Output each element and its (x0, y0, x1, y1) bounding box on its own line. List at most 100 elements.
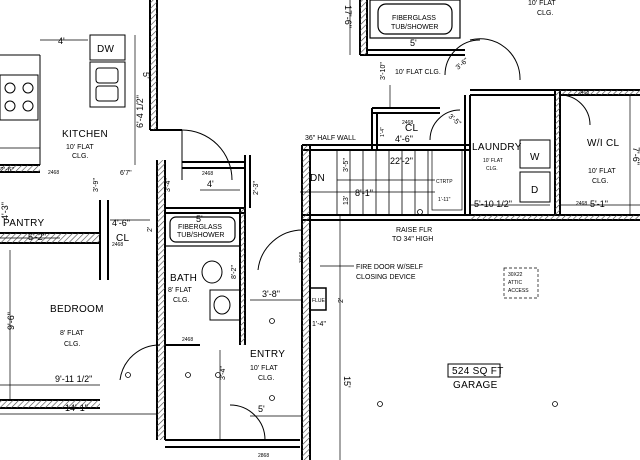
flue-label: FLUE (312, 298, 325, 304)
bedroom-ceiling-2: CLG. (64, 341, 80, 348)
laundry-door-swing (469, 38, 521, 81)
pantry-name: PANTRY (3, 218, 44, 229)
svg-text:2468: 2468 (578, 90, 589, 96)
dim-5-top: 5' (410, 38, 417, 48)
dim-4-6-left: 4'-6" (112, 218, 130, 228)
fire-door-note-1: FIRE DOOR W/SELF (356, 264, 423, 271)
toilet (201, 260, 223, 284)
garage-area-box (447, 363, 501, 378)
top-tub-label-1: FIBERGLASS (392, 15, 436, 22)
dim-22-2: 22'-2" (390, 156, 413, 166)
raise-floor-note-1: RAISE FLR (396, 227, 432, 234)
vanity (209, 289, 241, 321)
dim-3-5: 3'-5" (447, 113, 463, 128)
dim-2-3: 2'-3" (253, 181, 260, 195)
dim-5-entry: 5' (258, 404, 265, 414)
top-tub (369, 0, 461, 39)
top-room-ceiling-2: CLG. (537, 10, 553, 17)
bath-ceiling-2: CLG. (173, 297, 189, 304)
dim-4-6-cl: 4'-6" (395, 134, 413, 144)
bedroom-ceiling-1: 8' FLAT (60, 330, 84, 337)
fire-door-note-2: CLOSING DEVICE (356, 274, 416, 281)
room-labels: KITCHEN 10' FLAT CLG. PANTRY CL BEDROOM … (3, 0, 619, 391)
hall-door-swing (444, 39, 481, 76)
dim-6-7: 6'7" (120, 170, 132, 177)
laundry-name: LAUNDRY (472, 142, 522, 153)
laundry-cl-name: CL (405, 123, 419, 134)
entry-door-swing (257, 229, 304, 271)
dim-5-kitchen: 5' (141, 72, 151, 79)
bedroom-door-swing (119, 344, 161, 381)
dim-1-4b: 1'-4" (380, 127, 386, 137)
bath-name: BATH (170, 273, 197, 284)
dim-8-1: 8'-1" (355, 188, 373, 198)
dim-8-2: 8'-2" (231, 265, 238, 279)
attic-note-3: ACCESS (508, 288, 529, 294)
dim-4-entry: 4' (207, 179, 214, 189)
dim-3-5b: 3'-5" (343, 158, 350, 172)
attic-note-1: 30X22 (508, 272, 523, 278)
washer-label: W (530, 152, 540, 163)
washer-box (519, 139, 551, 169)
entry-ceiling-2: CLG. (258, 375, 274, 382)
sink-box (89, 61, 126, 108)
dim-5-2: 5'-2" (28, 232, 46, 242)
svg-text:2468: 2468 (202, 171, 213, 177)
dishwasher-label: DW (97, 44, 115, 55)
dim-2-left: 2' (147, 227, 154, 232)
svg-text:2468: 2468 (182, 337, 193, 343)
flue-box (309, 287, 327, 311)
laundry-ceiling-1: 10' FLAT (483, 158, 503, 164)
garage-name: GARAGE (453, 380, 498, 391)
wic-ceiling-2: CLG. (592, 178, 608, 185)
svg-text:2468: 2468 (402, 120, 413, 126)
half-wall-note: 36" HALF WALL (305, 135, 356, 142)
garage-area: 524 SQ FT (452, 366, 504, 377)
laundry-fixtures (519, 139, 551, 203)
dim-7-6: 7'-6" (631, 147, 640, 165)
svg-text:2468: 2468 (48, 170, 59, 176)
dim-13: 13' (343, 196, 350, 205)
door-codes: 2468 2468 2468 2468 2468 2468 2468 3068 … (48, 90, 589, 459)
door-swings (119, 38, 591, 441)
dimension-labels: 4' 5' 6'-4 1/2" 2'-6" 4'-3" 5'-2" 4'-6" … (0, 5, 640, 414)
dryer-box (519, 171, 551, 203)
dim-1-11: 1'-11" (438, 197, 451, 203)
attic-access-box (503, 267, 539, 299)
dim-3-6: 3'-6" (455, 57, 471, 72)
bath-tub (164, 212, 241, 247)
dryer-label: D (531, 185, 539, 196)
wic-ceiling-1: 10' FLAT (588, 168, 616, 175)
kitchen-name: KITCHEN (62, 129, 108, 140)
dim-4: 4' (58, 36, 65, 46)
svg-text:2468: 2468 (576, 201, 587, 207)
raise-floor-note-2: TO 34" HIGH (392, 236, 433, 243)
dim-17-6: 17'-6" (343, 5, 353, 28)
kitchen-ceiling-2: CLG. (72, 153, 88, 160)
entry-name: ENTRY (250, 349, 285, 360)
bath-tub-label-1: FIBERGLASS (178, 224, 222, 231)
top-room-ceiling-1: 10' FLAT (528, 0, 556, 7)
svg-text:3068: 3068 (299, 252, 305, 263)
dim-3-8: 3'-8" (262, 289, 280, 299)
dishwasher-box (89, 34, 126, 61)
dim-9-6: 9'-6" (6, 312, 16, 330)
dim-14-1: 14'-1" (65, 403, 88, 413)
light-fixtures (125, 209, 558, 407)
dim-1-4: 1'-4" (312, 321, 326, 328)
bath-tub-label-2: TUB/SHOWER (177, 232, 224, 239)
dim-9-11-half: 9'-11 1/2" (55, 374, 92, 384)
range-box (0, 74, 39, 121)
hall-ceiling: 10' FLAT CLG. (395, 69, 441, 76)
dim-3-4-kitchen: 3'-4" (165, 178, 172, 192)
pantry-cl-name: CL (116, 233, 130, 244)
kitchen-door-swing (181, 129, 233, 181)
notes: 36" HALF WALL RAISE FLR TO 34" HIGH FIRE… (305, 135, 463, 281)
dim-4-3: 4'-3" (0, 202, 10, 220)
dim-5-1: 5'-1" (590, 199, 608, 209)
top-tub-label-2: TUB/SHOWER (391, 24, 438, 31)
dim-2-6: 2'-6" (0, 167, 14, 174)
